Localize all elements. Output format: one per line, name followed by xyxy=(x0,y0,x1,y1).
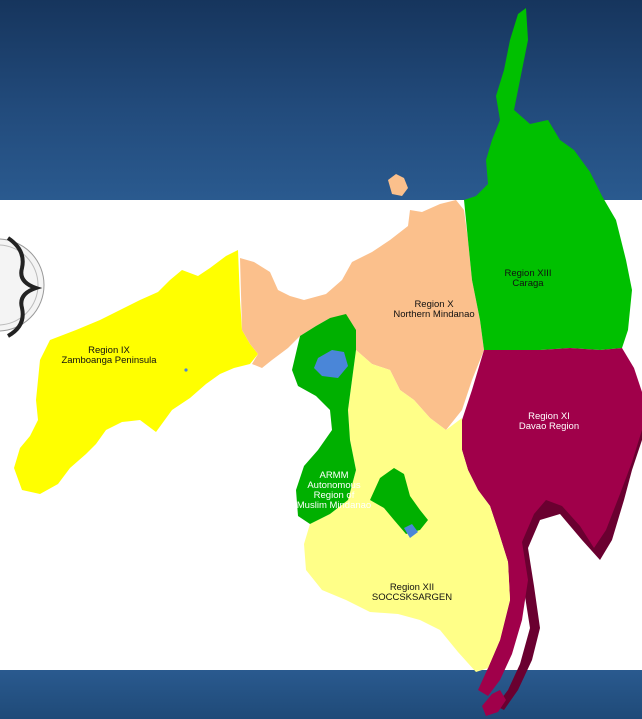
region-armm-name: ARMM xyxy=(319,470,349,481)
region-ix-shape[interactable] xyxy=(14,250,258,494)
region-xii-label: Region XII SOCCSKSARGEN xyxy=(372,583,452,603)
region-x-name: Region X xyxy=(414,299,454,310)
lake-buluan xyxy=(404,524,418,538)
sarangani-islands xyxy=(482,690,506,716)
camiguin-island xyxy=(388,174,408,196)
region-armm-label: ARMM Autonomous Region of Muslim Mindana… xyxy=(297,471,371,511)
region-armm-line-3: Region of xyxy=(313,490,355,501)
region-x-label: Region X Northern Mindanao xyxy=(393,300,474,320)
region-armm-shape-east xyxy=(370,468,428,534)
region-x-subtitle: Northern Mindanao xyxy=(393,309,475,320)
region-armm-line-2: Autonomous xyxy=(307,480,361,491)
region-xii-name: Region XII xyxy=(389,582,435,593)
region-xi-subtitle: Davao Region xyxy=(518,421,580,432)
region-armm-line-4: Muslim Mindanao xyxy=(296,500,372,511)
region-xii-subtitle: SOCCSKSARGEN xyxy=(371,592,453,603)
seal-emblem xyxy=(0,236,45,338)
region-xi-shape[interactable] xyxy=(462,348,642,696)
lake-lanao xyxy=(314,350,348,378)
region-xiii-shape[interactable] xyxy=(464,8,632,352)
lake-small xyxy=(184,368,188,372)
region-xiii-label: Region XIII Caraga xyxy=(505,269,552,289)
region-ix-label: Region IX Zamboanga Peninsula xyxy=(61,346,156,366)
region-ix-name: Region IX xyxy=(88,345,130,356)
region-xi-label: Region XI Davao Region xyxy=(519,412,579,432)
region-xi-name: Region XI xyxy=(528,411,570,422)
region-ix-subtitle: Zamboanga Peninsula xyxy=(61,355,157,366)
footer-band xyxy=(0,670,642,719)
region-xiii-name: Region XIII xyxy=(504,268,552,279)
region-xiii-subtitle: Caraga xyxy=(512,278,544,289)
region-x-shape[interactable] xyxy=(240,200,484,430)
